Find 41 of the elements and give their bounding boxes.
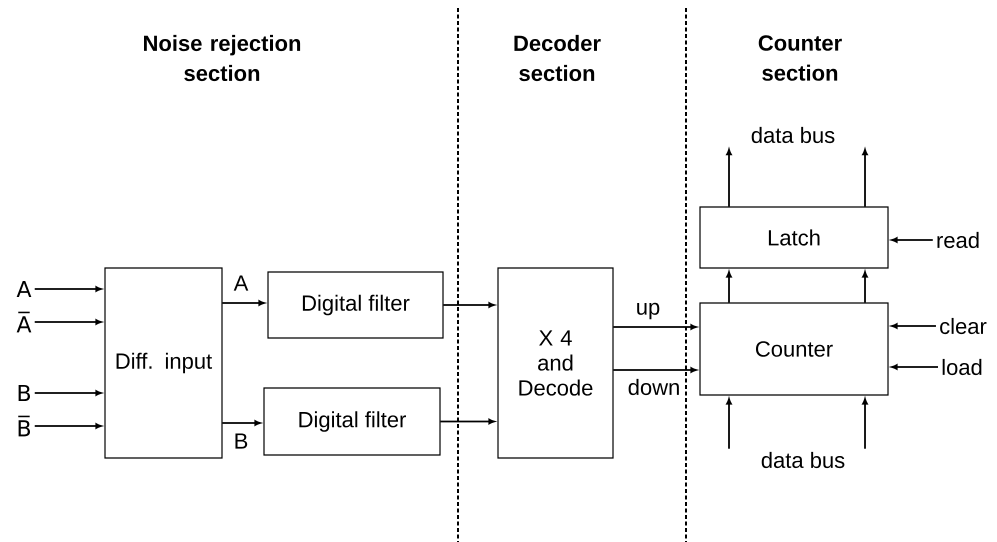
edge-label: up (634, 302, 662, 320)
arrow (726, 271, 732, 302)
arrow (862, 148, 868, 206)
arrow (726, 148, 732, 206)
signal-label: B̅ (18, 416, 30, 436)
edge-label: B (232, 432, 250, 450)
arrow (862, 271, 868, 302)
section-heading: Noise rejection section (144, 34, 300, 82)
edge-label: down (626, 378, 682, 396)
arrow (222, 420, 261, 426)
arrow (34, 319, 102, 325)
signal-label: data bus (762, 452, 844, 468)
signal-label: data bus (752, 126, 834, 144)
signal-label: A̅ (16, 312, 32, 332)
signal-label: B (18, 384, 30, 402)
section-heading: Counter section (758, 35, 842, 81)
section-heading: Decoder section (514, 34, 601, 82)
block-box: Diff. input (104, 267, 223, 459)
arrow (614, 367, 697, 373)
arrow (222, 300, 265, 306)
arrow (891, 364, 938, 370)
signal-label: read (937, 232, 979, 248)
edge-label: A (232, 274, 250, 292)
arrow (891, 323, 936, 329)
arrow (726, 398, 732, 449)
arrow (891, 237, 933, 243)
block-box: X 4 and Decode (497, 267, 614, 459)
block-box: Digital filter (267, 271, 444, 339)
arrow (440, 418, 495, 424)
block-box: Counter (699, 302, 889, 396)
arrow (614, 324, 697, 330)
arrow (444, 302, 495, 308)
signal-label: A (16, 280, 32, 298)
arrow (34, 423, 102, 429)
block-box: Latch (699, 206, 889, 269)
signal-label: load (942, 358, 982, 376)
arrow (862, 398, 868, 449)
arrow (34, 286, 102, 292)
signal-label: clear (940, 318, 986, 334)
arrow (34, 390, 102, 396)
block-box: Digital filter (263, 387, 441, 456)
